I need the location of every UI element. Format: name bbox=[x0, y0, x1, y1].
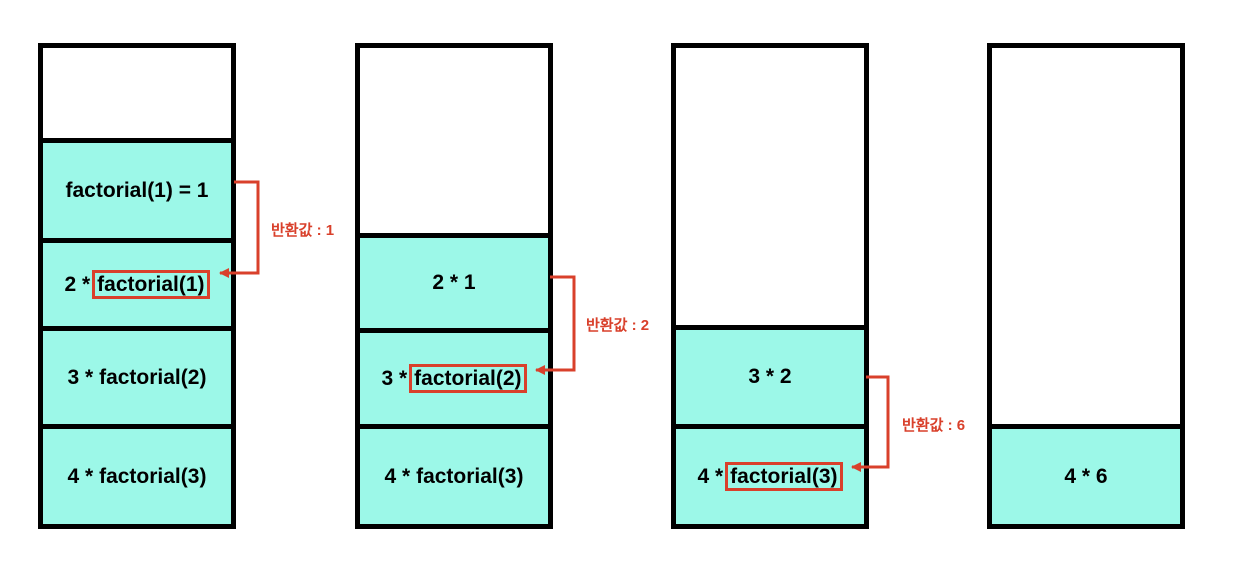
stack-frame-4-times-factorial-3: 4 * factorial(3) bbox=[360, 424, 548, 524]
frame-call-text: factorial(2) bbox=[99, 365, 207, 389]
call-stack-2: 2 * 1 3 * factorial(2) 4 * factorial(3) bbox=[355, 43, 553, 529]
stack-frame-3-times-2: 3 * 2 bbox=[676, 325, 864, 424]
highlighted-call: factorial(3) bbox=[725, 462, 843, 491]
frame-text: 3 * 2 bbox=[748, 365, 792, 388]
frame-text: factorial(1) = 1 bbox=[65, 178, 209, 202]
return-value-label-2: 반환값 : 2 bbox=[586, 317, 650, 334]
frame-prefix: 4 * bbox=[697, 464, 724, 488]
frame-text: 4 * bbox=[384, 464, 411, 488]
call-stack-1: factorial(1) = 1 2 * factorial(1) 3 * fa… bbox=[38, 43, 236, 529]
frame-text: 3 * bbox=[67, 365, 94, 389]
stack-frame-4-times-factorial-3: 4 * factorial(3) bbox=[676, 424, 864, 524]
call-stack-4: 4 * 6 bbox=[987, 43, 1185, 529]
stack-frame-4-times-factorial-3: 4 * factorial(3) bbox=[43, 424, 231, 524]
frame-call-text: factorial(3) bbox=[99, 464, 207, 488]
stack-frame-2-times-1: 2 * 1 bbox=[360, 233, 548, 328]
return-value-label-1: 반환값 : 1 bbox=[271, 222, 335, 239]
call-stack-3: 3 * 2 4 * factorial(3) bbox=[671, 43, 869, 529]
frame-text: 4 * bbox=[67, 464, 94, 488]
stack-frame-3-times-factorial-2: 3 * factorial(2) bbox=[360, 328, 548, 424]
frame-prefix: 3 * bbox=[381, 366, 408, 390]
frame-text: 2 * 1 bbox=[432, 271, 476, 294]
frame-text: 4 * 6 bbox=[1064, 464, 1108, 488]
frame-call-text: factorial(3) bbox=[416, 464, 524, 488]
stack-frame-3-times-factorial-2: 3 * factorial(2) bbox=[43, 326, 231, 424]
return-value-label-3: 반환값 : 6 bbox=[902, 417, 966, 434]
stack-frame-4-times-6: 4 * 6 bbox=[992, 424, 1180, 524]
stack-frame-2-times-factorial-1: 2 * factorial(1) bbox=[43, 238, 231, 326]
highlighted-call: factorial(2) bbox=[409, 364, 527, 393]
frame-prefix: 2 * bbox=[64, 272, 91, 296]
stack-frame-factorial-1-result: factorial(1) = 1 bbox=[43, 138, 231, 238]
highlighted-call: factorial(1) bbox=[92, 270, 210, 299]
